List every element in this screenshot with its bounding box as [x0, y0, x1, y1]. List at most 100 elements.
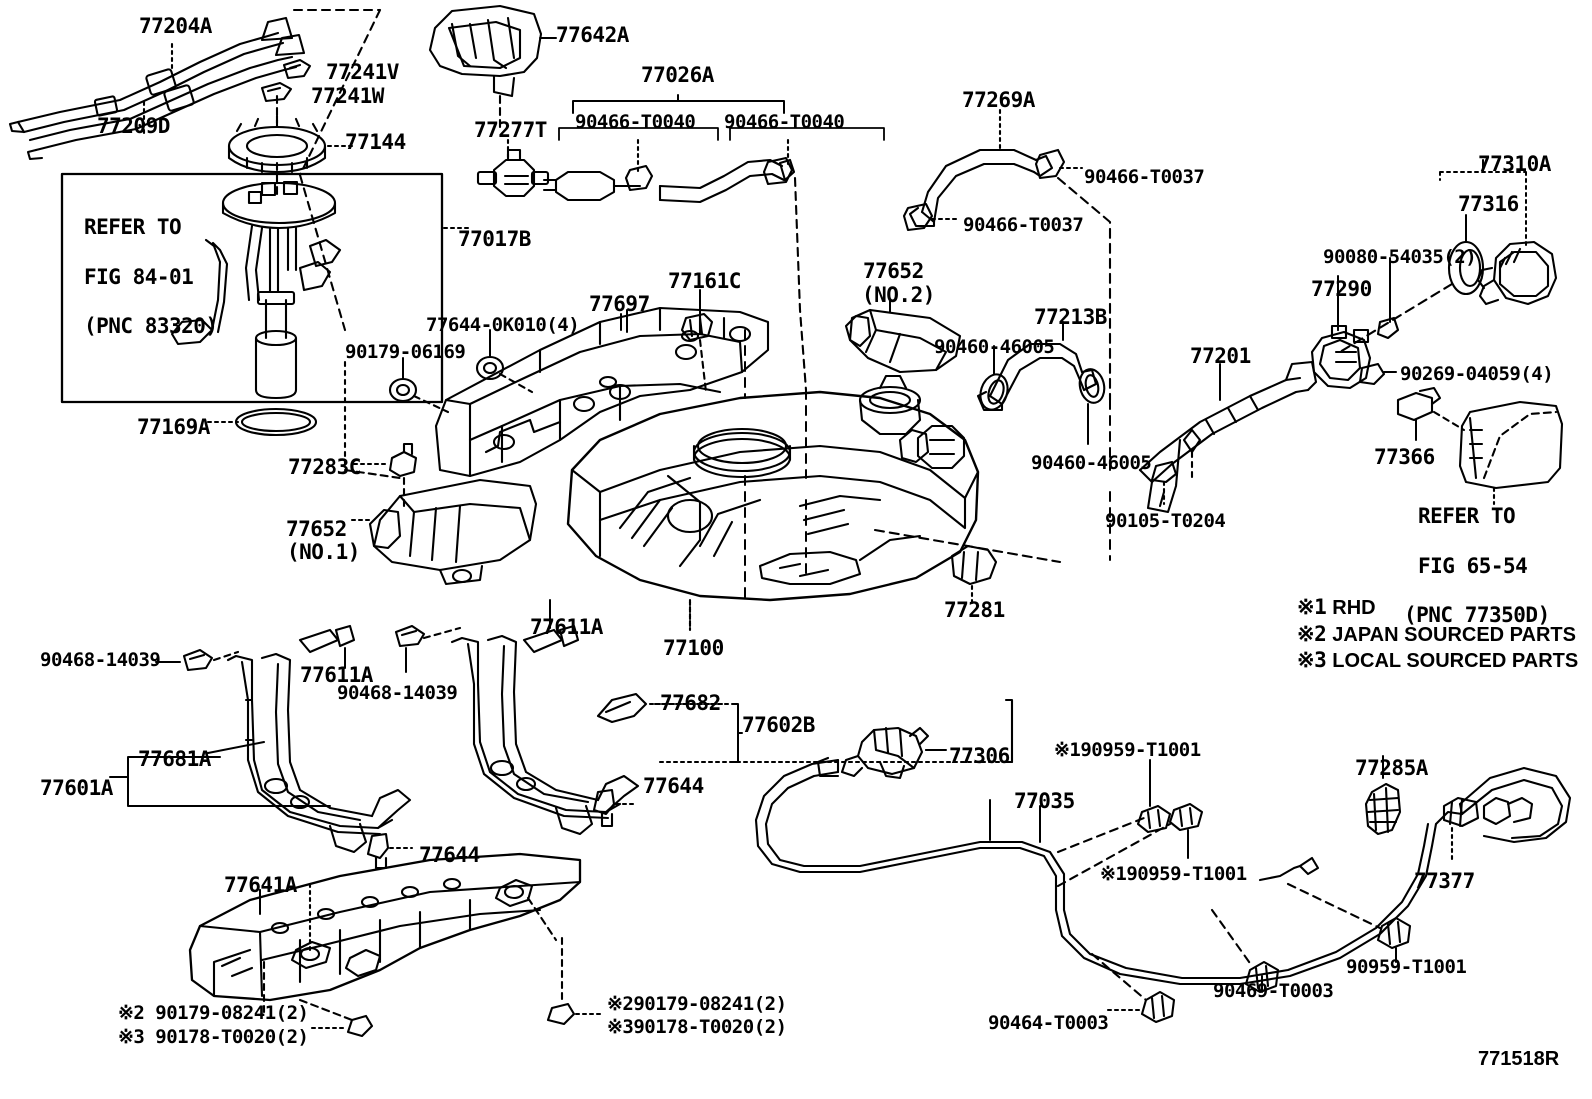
part-77144-ring: [227, 114, 327, 174]
refer-line-2: FIG 84-01: [84, 264, 194, 289]
label-90460-46005-a: 90460-46005: [934, 336, 1055, 358]
part-77277t-valve: [476, 148, 550, 198]
label-77682: 77682: [660, 691, 721, 715]
part-fuel-lid: [1432, 400, 1564, 490]
label-90178-t0020-left: ※3 90178-T0020(2): [118, 1026, 309, 1048]
part-77283c-clip: [352, 442, 418, 512]
label-77611a-left: 77611A: [530, 615, 603, 639]
label-90468-14039-b: 90468-14039: [337, 682, 458, 704]
bolt-77644-0k010: [475, 329, 534, 394]
label-90959-t1001-c: 90959-T1001: [1346, 956, 1467, 978]
label-77035: 77035: [1014, 789, 1075, 813]
part-77652-no1: [350, 478, 538, 586]
label-77644-0k010: 77644-0K010(4): [426, 314, 580, 336]
label-77100: 77100: [663, 636, 724, 660]
label-77316: 77316: [1458, 192, 1519, 216]
label-77652-no2-sub: (NO.2): [862, 283, 935, 307]
label-90466-t0037-b: 90466-T0037: [963, 214, 1084, 236]
part-77241v-clip: [282, 58, 312, 80]
part-77366-clip: [1396, 386, 1442, 422]
clamp-90460-46005-b: [1078, 368, 1106, 404]
part-77285a-clip: [1364, 782, 1402, 836]
label-77269a: 77269A: [962, 88, 1035, 112]
label-77697: 77697: [589, 292, 650, 316]
label-77652-no1-sub: (NO.1): [287, 540, 360, 564]
label-90466-t0040-b: 90466-T0040: [724, 111, 845, 133]
label-77285a: 77285A: [1355, 756, 1428, 780]
clip-90464-t0003: [1106, 990, 1176, 1024]
label-77601a: 77601A: [40, 776, 113, 800]
label-77241w: 77241W: [311, 84, 384, 108]
label-77281: 77281: [944, 598, 1005, 622]
refer-line-3: (PNC 83320): [84, 314, 218, 339]
refer2-line-2: FIG 65-54: [1418, 553, 1528, 578]
label-90080-54035: 90080-54035(2): [1323, 246, 1477, 268]
label-77209d: 77209D: [97, 114, 170, 138]
refer2-line-3: (PNC 77350D): [1404, 603, 1550, 628]
label-77602b: 77602B: [742, 713, 815, 737]
part-77201-filler-pipe: [1138, 360, 1318, 514]
nut-lower-left: [310, 1014, 374, 1038]
label-77283c: 77283C: [288, 455, 361, 479]
clamp-90466-t0040-b: [762, 156, 794, 186]
label-90460-46005-b: 90460-46005: [1031, 452, 1152, 474]
label-90959-t1001-a: ※190959-T1001: [1054, 739, 1201, 761]
part-77100-fuel-tank: [566, 374, 980, 602]
label-77641a: 77641A: [224, 873, 297, 897]
note-2-text: JAPAN SOURCED PARTS: [1332, 623, 1576, 646]
label-77644-right: 77644: [643, 774, 704, 798]
refer-line-1: REFER TO: [84, 215, 182, 239]
drawing-number: 771518R: [1478, 1048, 1560, 1070]
bolt-90269-04059: [1358, 362, 1398, 386]
part-77281-clip: [950, 544, 998, 608]
label-90469-t0003: 90469-T0003: [1213, 980, 1334, 1002]
label-90464-t0003: 90464-T0003: [988, 1012, 1109, 1034]
clamp-90466-t0040-a: [624, 164, 654, 192]
label-77681a: 77681A: [138, 747, 211, 771]
label-77144: 77144: [345, 130, 406, 154]
bolt-77644-left: [366, 832, 414, 870]
clip-90959-t1001-a: [1136, 759, 1172, 834]
part-77642a-cover: [428, 4, 543, 98]
label-90466-t0040-a: 90466-T0040: [575, 111, 696, 133]
bolt-77611a-left: [298, 624, 356, 669]
clip-90959-t1001-b: [1168, 802, 1204, 859]
label-77377: 77377: [1414, 869, 1475, 893]
nut-lower-mid: [546, 1002, 604, 1026]
label-90179-06169: 90179-06169: [345, 341, 466, 363]
label-77213b: 77213B: [1034, 305, 1107, 329]
clamp-90460-46005-a: [979, 373, 1009, 411]
clamp-90466-t0037-b: [902, 202, 934, 232]
label-77652-no1: 77652: [286, 517, 347, 541]
label-77306: 77306: [949, 744, 1010, 768]
label-90466-t0037-a: 90466-T0037: [1084, 166, 1205, 188]
label-77161c: 77161C: [668, 269, 741, 293]
part-77026a-hose: [542, 158, 796, 204]
label-90105-t0204: 90105-T0204: [1105, 510, 1226, 532]
label-77611a-right: 77611A: [300, 663, 373, 687]
note-1-text: RHD: [1332, 597, 1376, 619]
part-77310a-cap: [1476, 240, 1558, 306]
clip-90468-14039-right: [394, 624, 426, 673]
refer2-line-1: REFER TO: [1418, 504, 1516, 528]
refer-box-fig-84-01: REFER TO FIG 84-01 (PNC 83320): [84, 215, 218, 337]
part-77377-hose: [1434, 766, 1572, 844]
part-77241w-clip: [260, 81, 293, 103]
clamp-90466-t0037-a: [1034, 148, 1066, 180]
bolt-90179-06169: [388, 357, 450, 414]
label-77290: 77290: [1311, 277, 1372, 301]
label-77644-left: 77644: [419, 843, 480, 867]
legend-notes: ※1 RHD ※2 JAPAN SOURCED PARTS ※3 LOCAL S…: [1297, 595, 1578, 673]
part-77169a-gasket: [234, 407, 318, 437]
bolt-77644-right: [592, 788, 638, 828]
label-90179-08241-left: ※2 90179-08241(2): [118, 1002, 309, 1024]
part-77161c-clip: [680, 312, 714, 342]
label-77277t: 77277T: [474, 118, 547, 142]
label-90269-04059: 90269-04059(4): [1400, 363, 1554, 385]
refer-box-fig-65-54: REFER TO FIG 65-54 (PNC 77350D): [1404, 504, 1564, 626]
label-90959-t1001-b: ※190959-T1001: [1100, 863, 1247, 885]
label-90179-08241-mid: ※290179-08241(2): [607, 993, 787, 1015]
bolt-90105-t0204: [1150, 460, 1178, 506]
